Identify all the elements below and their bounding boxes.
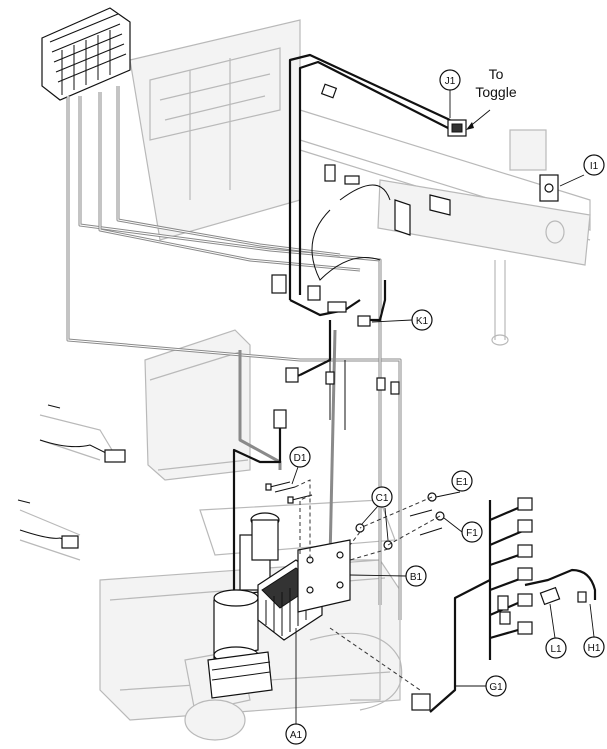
grey-harness — [66, 86, 402, 620]
callout-b1: B1 — [349, 565, 427, 587]
toggle-note-line2: Toggle — [475, 84, 516, 100]
svg-text:G1: G1 — [489, 682, 503, 693]
svg-text:C1: C1 — [376, 493, 389, 504]
svg-text:F1: F1 — [466, 528, 478, 539]
callout-j1: J1 — [439, 69, 461, 118]
svg-text:A1: A1 — [290, 730, 303, 741]
svg-text:I1: I1 — [590, 161, 599, 172]
svg-text:E1: E1 — [456, 477, 469, 488]
harness-g1 — [329, 497, 597, 713]
motor-harness — [232, 360, 400, 600]
svg-text:K1: K1 — [416, 316, 429, 327]
svg-text:D1: D1 — [294, 453, 307, 464]
callout-l1: L1 — [545, 603, 567, 659]
chassis-ghost — [19, 19, 591, 741]
callout-a1: A1 — [285, 628, 307, 745]
svg-text:H1: H1 — [588, 643, 601, 654]
fasteners — [265, 479, 445, 561]
bracket-b1 — [297, 539, 351, 613]
toggle-panel — [394, 174, 565, 244]
callout-c1: C1 — [361, 486, 393, 541]
callout-f1: F1 — [443, 517, 483, 543]
callout-e1: E1 — [435, 470, 473, 498]
controller-module — [41, 7, 131, 101]
callout-g1: G1 — [456, 675, 507, 697]
loose-cables — [17, 404, 126, 549]
callout-h1: H1 — [583, 603, 605, 658]
toggle-note-line1: To — [489, 66, 504, 82]
svg-text:J1: J1 — [445, 76, 456, 87]
toggle-harness — [271, 53, 467, 383]
callout-k1: K1 — [371, 309, 433, 331]
motor-assembly — [207, 512, 280, 699]
toggle-note: To Toggle — [466, 66, 517, 130]
svg-text:B1: B1 — [410, 572, 423, 583]
callout-i1: I1 — [559, 154, 605, 187]
callout-d1: D1 — [289, 446, 311, 485]
svg-text:L1: L1 — [550, 644, 562, 655]
